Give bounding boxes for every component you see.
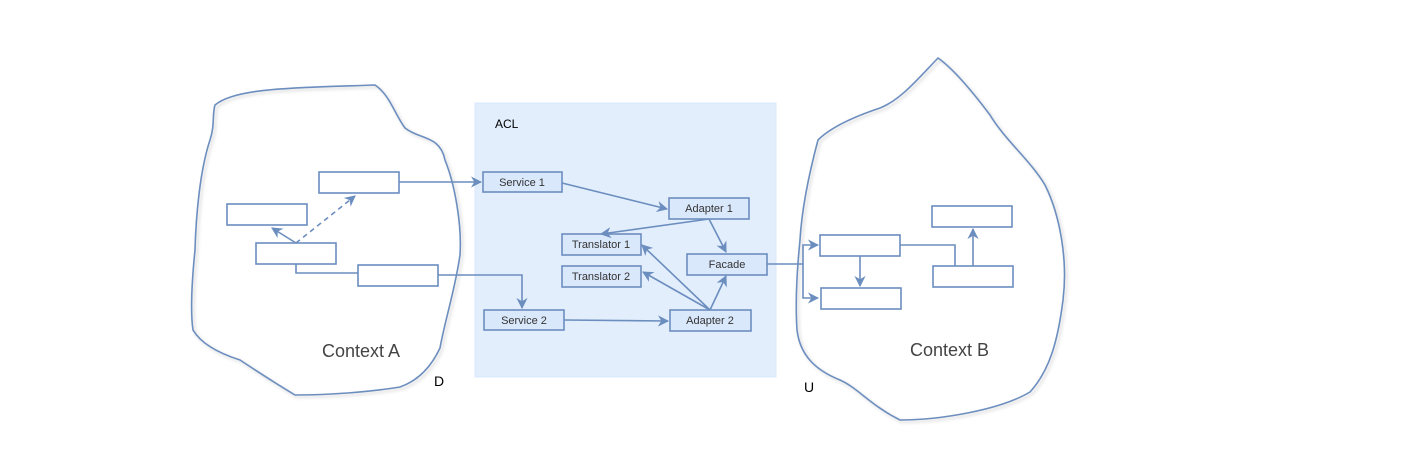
- edge-a3-to-a4: [295, 264, 358, 274]
- adapter2-label: Adapter 2: [686, 315, 734, 327]
- facade-label: Facade: [709, 259, 746, 271]
- context-a-box-1: [318, 171, 400, 194]
- context-b-box-2: [820, 287, 902, 310]
- edge-a3-to-a1-dashed: [295, 195, 356, 244]
- edge-adapter2-to-translator1: [641, 244, 711, 311]
- service1-label: Service 1: [499, 177, 545, 189]
- edge-facade-to-b1: [767, 239, 820, 265]
- translator2-label: Translator 2: [572, 271, 630, 283]
- edge-adapter2-to-translator2: [642, 271, 711, 311]
- service1-box: [482, 171, 563, 193]
- adapter1-label: Adapter 1: [685, 203, 733, 215]
- context-a-box-3: [255, 242, 337, 265]
- translator2-box: [561, 265, 642, 288]
- edge-adapter1-to-translator1: [599, 218, 710, 239]
- context-b-boundary: [795, 56, 1066, 421]
- acl-title: ACL: [495, 117, 519, 131]
- edge-a3-to-a2: [271, 227, 297, 244]
- translator1-label: Translator 1: [572, 239, 630, 251]
- context-b-label: Context B: [910, 340, 989, 360]
- edge-service1-to-adapter1: [561, 182, 669, 213]
- context-a-box-2: [226, 203, 308, 226]
- edge-adapter2-to-facade: [709, 274, 727, 311]
- edge-b1-to-b4: [900, 244, 956, 266]
- context-b-box-3: [931, 205, 1013, 228]
- edge-service2-to-adapter2: [563, 315, 670, 327]
- upstream-marker: U: [804, 379, 814, 395]
- context-b-box-4: [932, 265, 1014, 288]
- edge-facade-to-b2: [802, 264, 820, 304]
- context-a-box-4: [357, 264, 439, 287]
- edge-a4-to-service2: [438, 274, 528, 310]
- downstream-marker: D: [434, 373, 444, 389]
- service2-label: Service 2: [501, 315, 547, 327]
- context-a-label: Context A: [322, 341, 400, 361]
- context-b-box-1: [819, 234, 901, 257]
- context-a-boundary: [190, 84, 462, 396]
- edge-adapter1-to-facade: [708, 218, 727, 253]
